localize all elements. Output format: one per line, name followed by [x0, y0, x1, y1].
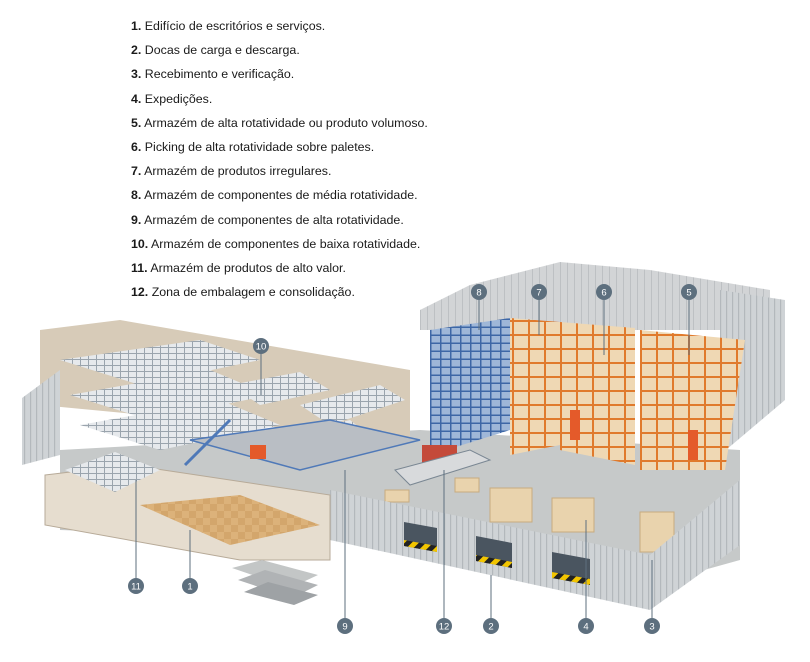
svg-text:7: 7: [536, 288, 541, 299]
legend-number: 5.: [131, 115, 142, 130]
legend-text: Picking de alta rotatividade sobre palet…: [144, 139, 375, 154]
pallet-box: [384, 489, 410, 503]
legend-item-12: 12. Zona de embalagem e consolidação.: [131, 280, 428, 304]
high-bay-roof: [420, 262, 770, 330]
svg-text:12: 12: [439, 622, 450, 633]
legend-text: Armazém de componentes de alta rotativid…: [144, 212, 404, 227]
legend-number: 2.: [131, 43, 142, 58]
legend-item-7: 7. Armazém de produtos irregulares.: [131, 159, 428, 183]
svg-text:3: 3: [649, 622, 654, 633]
callout-11: 11: [128, 578, 144, 594]
entrance-stairs: [232, 560, 318, 605]
legend-text: Recebimento e verificação.: [144, 67, 295, 82]
legend-text: Armazém de componentes de média rotativi…: [144, 188, 418, 203]
pallet-box: [551, 497, 595, 533]
legend-text: Armazém de componentes de baixa rotativi…: [151, 236, 421, 251]
mezzanine: [189, 419, 421, 471]
pallet-box: [489, 487, 533, 523]
legend-item-5: 5. Armazém de alta rotatividade ou produ…: [131, 111, 428, 135]
legend-number: 4.: [131, 91, 142, 106]
callout-4: 4: [578, 618, 594, 634]
legend-number: 9.: [131, 212, 142, 227]
office-floor: [140, 495, 320, 545]
legend-text: Edifício de escritórios e serviços.: [144, 19, 326, 33]
callout-1: 1: [182, 578, 198, 594]
legend-text: Armazém de produtos de alto valor.: [150, 260, 346, 275]
callout-2: 2: [483, 618, 499, 634]
rack-irregular-products: [510, 318, 560, 455]
reach-truck: [688, 430, 698, 460]
callout-7: 7: [531, 284, 547, 300]
legend-item-9: 9. Armazém de componentes de alta rotati…: [131, 208, 428, 232]
callout-3: 3: [644, 618, 660, 634]
legend-number: 12.: [131, 285, 149, 300]
rack-medium-rotation: [430, 318, 510, 455]
legend-item-2: 2. Docas de carga e descarga.: [131, 38, 428, 62]
callout-6: 6: [596, 284, 612, 300]
legend-number: 1.: [131, 19, 142, 33]
legend-number: 10.: [131, 236, 149, 251]
callout-leaders: [135, 300, 690, 618]
svg-text:4: 4: [583, 622, 588, 633]
svg-text:11: 11: [131, 582, 141, 593]
callout-12: 12: [436, 618, 452, 634]
legend-text: Armazém de produtos irregulares.: [144, 164, 332, 179]
legend-list: 1. Edifício de escritórios e serviços. 2…: [131, 14, 428, 304]
legend-item-6: 6. Picking de alta rotatividade sobre pa…: [131, 135, 428, 159]
high-value-store: [65, 452, 160, 492]
pallet-box: [454, 477, 480, 493]
legend-number: 7.: [131, 164, 142, 179]
forklift: [250, 445, 266, 459]
svg-text:10: 10: [256, 342, 267, 353]
legend-item-8: 8. Armazém de componentes de média rotat…: [131, 183, 428, 207]
legend-item-3: 3. Recebimento e verificação.: [131, 62, 428, 86]
rack-bulk-products: [640, 330, 745, 470]
svg-text:5: 5: [686, 288, 691, 299]
reach-truck: [570, 410, 580, 440]
svg-text:2: 2: [488, 622, 493, 633]
stair: [183, 418, 232, 467]
conveyor: [394, 449, 492, 486]
legend-text: Docas de carga e descarga.: [144, 43, 300, 58]
dock-doors: [404, 522, 590, 585]
svg-text:8: 8: [476, 288, 481, 299]
callout-10: 10: [253, 338, 269, 354]
legend-text: Expedições.: [144, 91, 213, 106]
right-front-wall: [650, 480, 740, 610]
callout-5: 5: [681, 284, 697, 300]
svg-text:9: 9: [342, 622, 347, 633]
rack-pallet-picking: [560, 322, 635, 465]
legend-item-4: 4. Expedições.: [131, 87, 428, 111]
legend-item-10: 10. Armazém de componentes de baixa rota…: [131, 232, 428, 256]
callout-8: 8: [471, 284, 487, 300]
svg-text:1: 1: [187, 582, 192, 593]
high-bay-right-wall: [720, 290, 785, 455]
low-building-left-wall: [22, 370, 60, 465]
svg-text:6: 6: [601, 288, 606, 299]
legend-number: 11.: [131, 260, 148, 275]
legend-number: 8.: [131, 188, 142, 203]
callout-9: 9: [337, 618, 353, 634]
legend-text: Zona de embalagem e consolidação.: [151, 285, 355, 300]
legend-number: 3.: [131, 67, 142, 82]
legend-number: 6.: [131, 139, 142, 154]
legend-item-1: 1. Edifício de escritórios e serviços.: [131, 14, 428, 38]
legend-text: Armazém de alta rotatividade ou produto …: [144, 115, 428, 130]
legend-item-11: 11. Armazém de produtos de alto valor.: [131, 256, 428, 280]
